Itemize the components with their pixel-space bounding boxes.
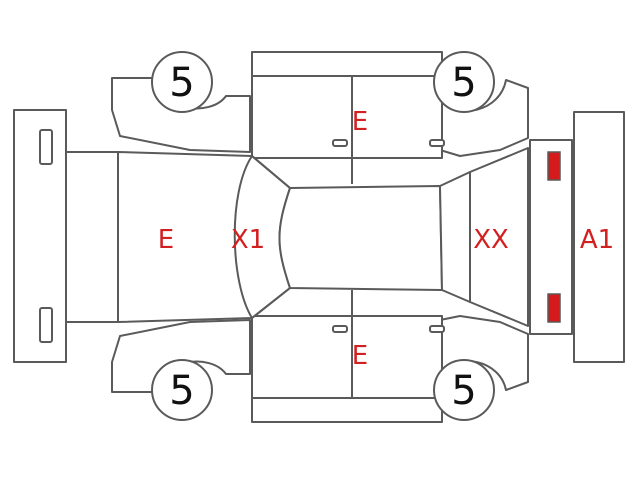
code-lower-doors: E <box>352 341 368 371</box>
left-side-sill <box>251 51 443 77</box>
upper-doors <box>251 75 445 184</box>
tire-rear-left: 5 <box>433 51 495 113</box>
front-grille <box>65 151 119 323</box>
tire-front-right: 5 <box>151 359 213 421</box>
a-pillar-upper <box>251 155 291 189</box>
code-rear-bumper: A1 <box>580 225 614 255</box>
code-rear-window: XX <box>473 225 509 255</box>
a-pillar-lower <box>251 287 291 319</box>
roof <box>278 185 443 291</box>
rear-window <box>439 171 471 303</box>
rear-left-lamp <box>547 151 561 181</box>
lower-doors <box>251 290 445 399</box>
tire-depth-label: 5 <box>451 368 476 414</box>
right-side-sill <box>251 397 443 423</box>
tire-front-left: 5 <box>151 51 213 113</box>
tire-rear-right: 5 <box>433 359 495 421</box>
code-windshield: X1 <box>231 225 265 255</box>
code-upper-doors: E <box>352 107 368 137</box>
rear-right-lamp <box>547 293 561 323</box>
tire-depth-label: 5 <box>451 60 476 106</box>
trunk <box>469 147 529 327</box>
tire-depth-label: 5 <box>169 368 194 414</box>
code-hood: E <box>158 225 174 255</box>
front-bumper <box>13 109 67 363</box>
tire-depth-label: 5 <box>169 60 194 106</box>
